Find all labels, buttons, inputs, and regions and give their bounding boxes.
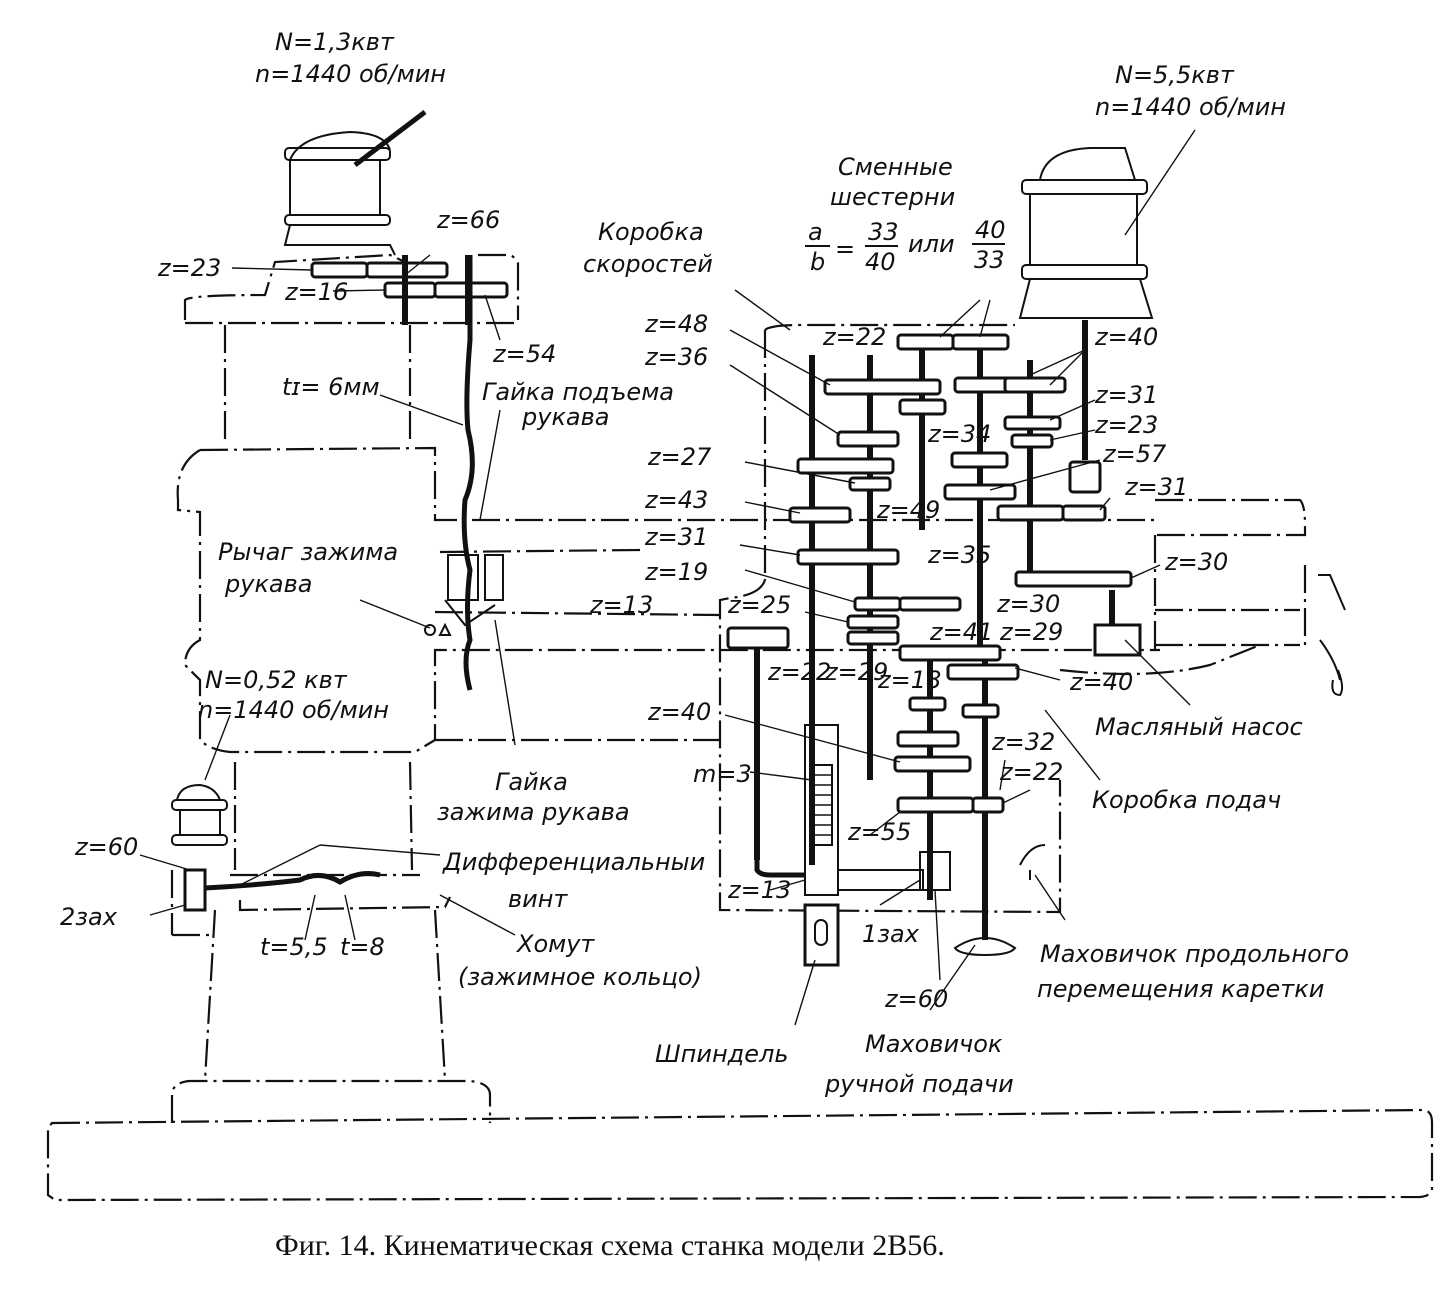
gear-label: z=31 bbox=[1094, 381, 1158, 409]
arm-body bbox=[176, 255, 1160, 754]
clamp-motor-speed: n=1440 об/мин bbox=[198, 696, 389, 724]
gear-label: z=16 bbox=[284, 278, 348, 306]
gear-label: z=49 bbox=[876, 496, 940, 524]
carriage-wheel-label-2: перемещения каретки bbox=[1037, 975, 1324, 1003]
rack-module: m=3 bbox=[693, 760, 752, 788]
worm-1-start: 1зах bbox=[862, 920, 920, 948]
gear-label: z=27 bbox=[647, 443, 712, 471]
gear-label: z=18 bbox=[877, 666, 941, 694]
collar-label-2: (зажимное кольцо) bbox=[458, 963, 702, 991]
gear-label: z=32 bbox=[991, 728, 1055, 756]
clamp-motor-power: N=0,52 квт bbox=[205, 666, 348, 694]
hand-feed-wheel-label-2: ручной подачи bbox=[824, 1070, 1014, 1098]
worm-2-start: 2зах bbox=[60, 903, 118, 931]
diff-screw-label-1: Дифференциальныи bbox=[442, 848, 705, 876]
pitch-t8: t=8 bbox=[340, 933, 385, 961]
gear-label: z=19 bbox=[644, 558, 708, 586]
arm-lift-nut-label-1: Гайка подъема bbox=[482, 378, 674, 406]
gear-label: z=25 bbox=[727, 591, 791, 619]
ratio-or: или bbox=[908, 230, 955, 258]
base-plate bbox=[46, 1108, 1434, 1202]
arm-clamp-lever-label-1: Рычаг зажима bbox=[218, 538, 398, 566]
arm-motor-speed: n=1440 об/мин bbox=[255, 60, 446, 88]
arm-clamp-lever-label-2: рукава bbox=[224, 570, 313, 598]
gear-label: z=22 bbox=[767, 658, 831, 686]
hand-feed-wheel-label-1: Маховичок bbox=[865, 1030, 1003, 1058]
main-motor-speed: n=1440 об/мин bbox=[1095, 93, 1286, 121]
arm-clamp-nut-label-2: зажима рукава bbox=[437, 798, 630, 826]
clamp-motor bbox=[170, 783, 381, 937]
change-gears-title-1: Сменные bbox=[838, 153, 953, 181]
option1-num: 33 bbox=[868, 218, 899, 246]
gear-label: z=60 bbox=[884, 985, 948, 1013]
gear-label: z=22 bbox=[999, 758, 1063, 786]
leader-lines bbox=[139, 254, 1191, 1026]
gear-label: z=60 bbox=[74, 833, 138, 861]
collar-label-1: Хомут bbox=[515, 930, 595, 958]
labels: N=1,3квт n=1440 об/мин N=5,5квт n=1440 о… bbox=[60, 28, 1349, 1262]
arm-lift-nut-label-2: рукава bbox=[521, 403, 610, 431]
gear-label: z=40 bbox=[1069, 668, 1133, 696]
gear-label: z=43 bbox=[644, 486, 708, 514]
spindle-label: Шпиндель bbox=[655, 1040, 789, 1068]
figure-caption: Фиг. 14. Кинематическая схема станка мод… bbox=[275, 1229, 945, 1262]
gear-label: z=22 bbox=[822, 323, 886, 351]
main-motor-power: N=5,5квт bbox=[1115, 61, 1235, 89]
option2-den: 33 bbox=[974, 246, 1005, 274]
gear-label: z=23 bbox=[1094, 411, 1158, 439]
column bbox=[170, 325, 492, 1123]
gear-label: z=29 bbox=[824, 658, 888, 686]
gear-label: z=66 bbox=[436, 206, 500, 234]
arm-clamp-nut-label-1: Гайка bbox=[495, 768, 568, 796]
gear-label: z=13 bbox=[589, 591, 653, 619]
ratio-a: a bbox=[808, 218, 823, 246]
gear-label: z=31 bbox=[1124, 473, 1188, 501]
gear-label: z=34 bbox=[927, 420, 991, 448]
gear-label: z=35 bbox=[927, 541, 991, 569]
option2-num: 40 bbox=[975, 216, 1006, 244]
arm-lift-head bbox=[183, 110, 520, 325]
ratio-eq: = bbox=[835, 235, 855, 263]
gear-label: z=55 bbox=[847, 818, 911, 846]
diff-screw-label-2: винт bbox=[508, 885, 568, 913]
oil-pump-label: Масляный насос bbox=[1095, 713, 1303, 741]
gear-label: z=40 bbox=[647, 698, 711, 726]
speed-box-label-1: Коробка bbox=[598, 218, 704, 246]
change-gears-title-2: шестерни bbox=[830, 183, 955, 211]
speed-gearbox bbox=[718, 129, 1346, 967]
pitch-t55: t=5,5 bbox=[260, 933, 328, 961]
gear-label: z=29 bbox=[999, 618, 1063, 646]
gear-label: z=36 bbox=[644, 343, 708, 371]
gear-label: z=13 bbox=[727, 876, 791, 904]
gear-label: z=41 bbox=[929, 618, 993, 646]
option1-den: 40 bbox=[865, 248, 896, 276]
lead-screw-pitch: tɪ= 6мм bbox=[282, 373, 380, 401]
rack bbox=[811, 764, 833, 846]
gear-label: z=30 bbox=[1164, 548, 1228, 576]
feed-box-label: Коробка подач bbox=[1092, 786, 1281, 814]
gear-label: z=54 bbox=[492, 340, 556, 368]
gear-label: z=23 bbox=[157, 254, 221, 282]
gear-label: z=57 bbox=[1102, 440, 1167, 468]
arm-motor-power: N=1,3квт bbox=[275, 28, 395, 56]
ratio-b: b bbox=[810, 248, 825, 276]
carriage-wheel-label-1: Маховичок продольного bbox=[1040, 940, 1349, 968]
speed-box-label-2: скоростей bbox=[583, 250, 713, 278]
gear-label: z=31 bbox=[644, 523, 708, 551]
gear-label: z=30 bbox=[996, 590, 1060, 618]
gear-label: z=48 bbox=[644, 310, 708, 338]
gear-label: z=40 bbox=[1094, 323, 1158, 351]
